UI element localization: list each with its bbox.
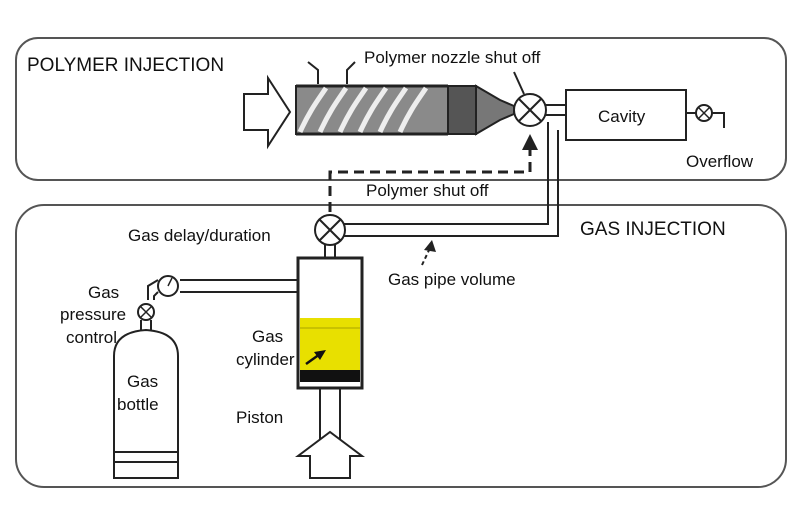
gas-pipe-volume-label: Gas pipe volume	[388, 270, 516, 289]
feed-arrow	[243, 74, 292, 150]
polymer-shut-off-arrowhead	[522, 134, 538, 150]
hopper	[307, 61, 356, 84]
gas-cylinder-label-line2: cylinder	[236, 350, 295, 369]
bottle-to-cylinder-pipe	[180, 279, 298, 293]
polymer-nozzle-valve	[513, 93, 547, 127]
pressure-gauge	[157, 275, 179, 297]
polymer-shut-off-label: Polymer shut off	[366, 181, 489, 200]
gas-injection-panel	[15, 204, 787, 488]
gas-pressure-control-label-line2: pressure	[60, 305, 126, 324]
polymer-shut-off-signal	[328, 148, 532, 212]
gas-bottle-label-line1: Gas	[127, 372, 158, 391]
valve-to-cylinder-pipe	[324, 245, 336, 258]
piston-push-arrow	[295, 430, 365, 479]
gas-cylinder-label-line1: Gas	[252, 327, 283, 346]
piston-head	[300, 370, 360, 382]
gas-injection-title: GAS INJECTION	[580, 219, 726, 240]
gas-delay-duration-label: Gas delay/duration	[128, 226, 271, 245]
overflow-valve	[695, 104, 713, 122]
nozzle-label-pointer	[513, 71, 525, 95]
polymer-injection-panel	[15, 37, 787, 181]
cavity-label: Cavity	[598, 107, 646, 126]
gas-pressure-control-label-line3: control	[66, 328, 117, 347]
polymer-injection-title: POLYMER INJECTION	[27, 55, 224, 76]
piston-label: Piston	[236, 408, 283, 427]
gas-delay-valve	[314, 214, 346, 246]
melt-reservoir	[447, 85, 477, 135]
screw-flights	[297, 86, 429, 134]
gas-bottle	[113, 328, 179, 479]
gas-pipe-volume-pointer	[421, 247, 431, 266]
screw-barrel	[295, 84, 515, 136]
gas-bottle-label-line2: bottle	[117, 395, 159, 414]
cavity	[565, 89, 687, 141]
pressure-control-valve	[137, 303, 155, 321]
gas-cylinder	[296, 256, 364, 390]
gas-pipe	[340, 122, 559, 237]
overflow-label: Overflow	[686, 152, 754, 171]
runner	[546, 104, 566, 116]
gas-pressure-control-label-line1: Gas	[88, 283, 119, 302]
gas-pipe-volume-arrowhead	[424, 240, 436, 252]
polymer-nozzle-shut-off-label: Polymer nozzle shut off	[364, 48, 541, 67]
nozzle	[475, 84, 515, 136]
piston-rod	[319, 388, 341, 440]
